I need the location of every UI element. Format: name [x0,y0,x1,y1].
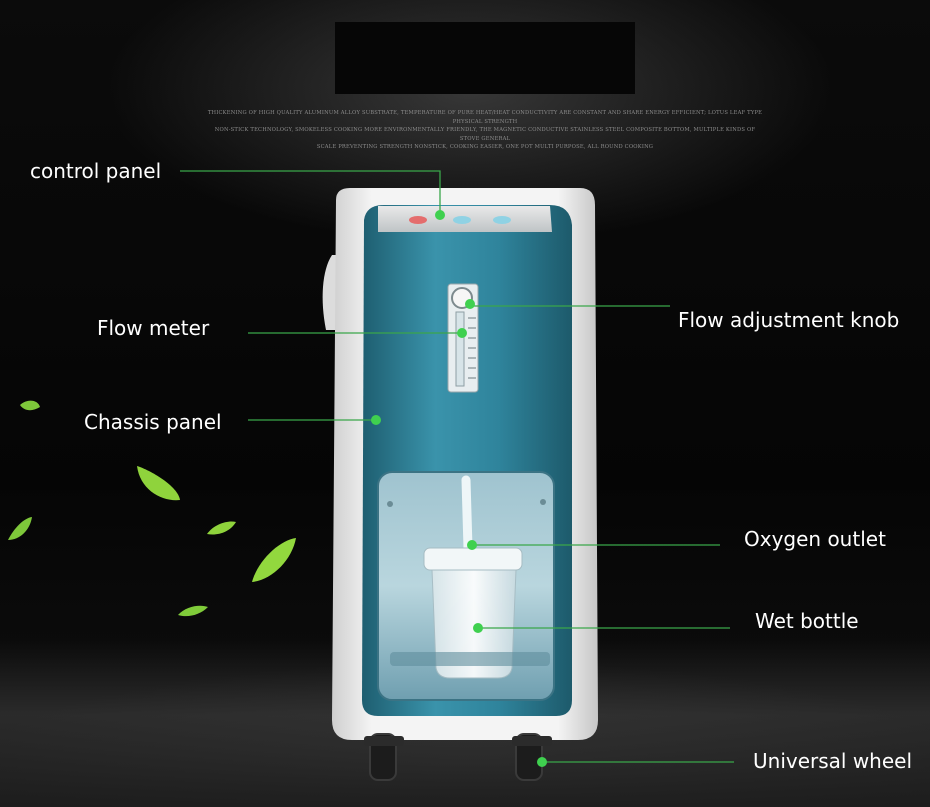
power-indicator-icon [409,216,427,224]
wet-bottle [431,569,517,679]
oxygen-concentrator [322,188,598,781]
dot-control-panel [435,210,445,220]
oxygen-tube [461,475,473,553]
fine-print-line: non-stick technology, smokeless cooking … [214,127,756,142]
label-universal-wheel: Universal wheel [753,749,913,773]
label-oxygen-outlet: Oxygen outlet [744,527,886,551]
label-wet-bottle: Wet bottle [755,609,859,633]
wheel-mount [512,736,552,746]
leaf-icon [137,466,180,501]
flow-tube [455,311,465,387]
leaf-icon [20,400,40,411]
bottle-cap [423,547,523,571]
label-chassis-panel: Chassis panel [84,410,222,434]
leaf-icon [8,517,32,540]
label-flow-adjustment-knob: Flow adjustment knob [678,308,900,332]
fine-print-text: Thickening of high quality aluminum allo… [205,109,765,152]
fine-print-line: scale preventing strength nonstick, cook… [316,144,654,151]
callout-dots [371,210,547,767]
dot-oxygen-outlet [467,540,477,550]
leaf-icon [178,605,208,617]
dot-flow-meter [457,328,467,338]
leaf-icon [252,538,296,582]
label-control-panel: control panel [30,159,162,183]
dot-universal-wheel [537,757,547,767]
header-banner [335,22,635,94]
wheel-mount [364,736,404,746]
mode-indicator-icon [453,216,471,224]
timer-indicator-icon [493,216,511,224]
flow-scale [468,317,476,379]
leader-lines [180,170,734,763]
dot-wet-bottle [473,623,483,633]
screw-icon [540,499,546,505]
leaf-icon [207,521,236,535]
screw-icon [387,501,393,507]
dot-flow-knob [465,299,475,309]
dot-chassis-panel [371,415,381,425]
leader-control-panel [180,170,441,215]
fine-print-line: Thickening of high quality aluminum allo… [207,110,763,125]
label-flow-meter: Flow meter [97,316,210,340]
bottle-base [390,652,550,666]
leaf-decoration [8,400,296,617]
